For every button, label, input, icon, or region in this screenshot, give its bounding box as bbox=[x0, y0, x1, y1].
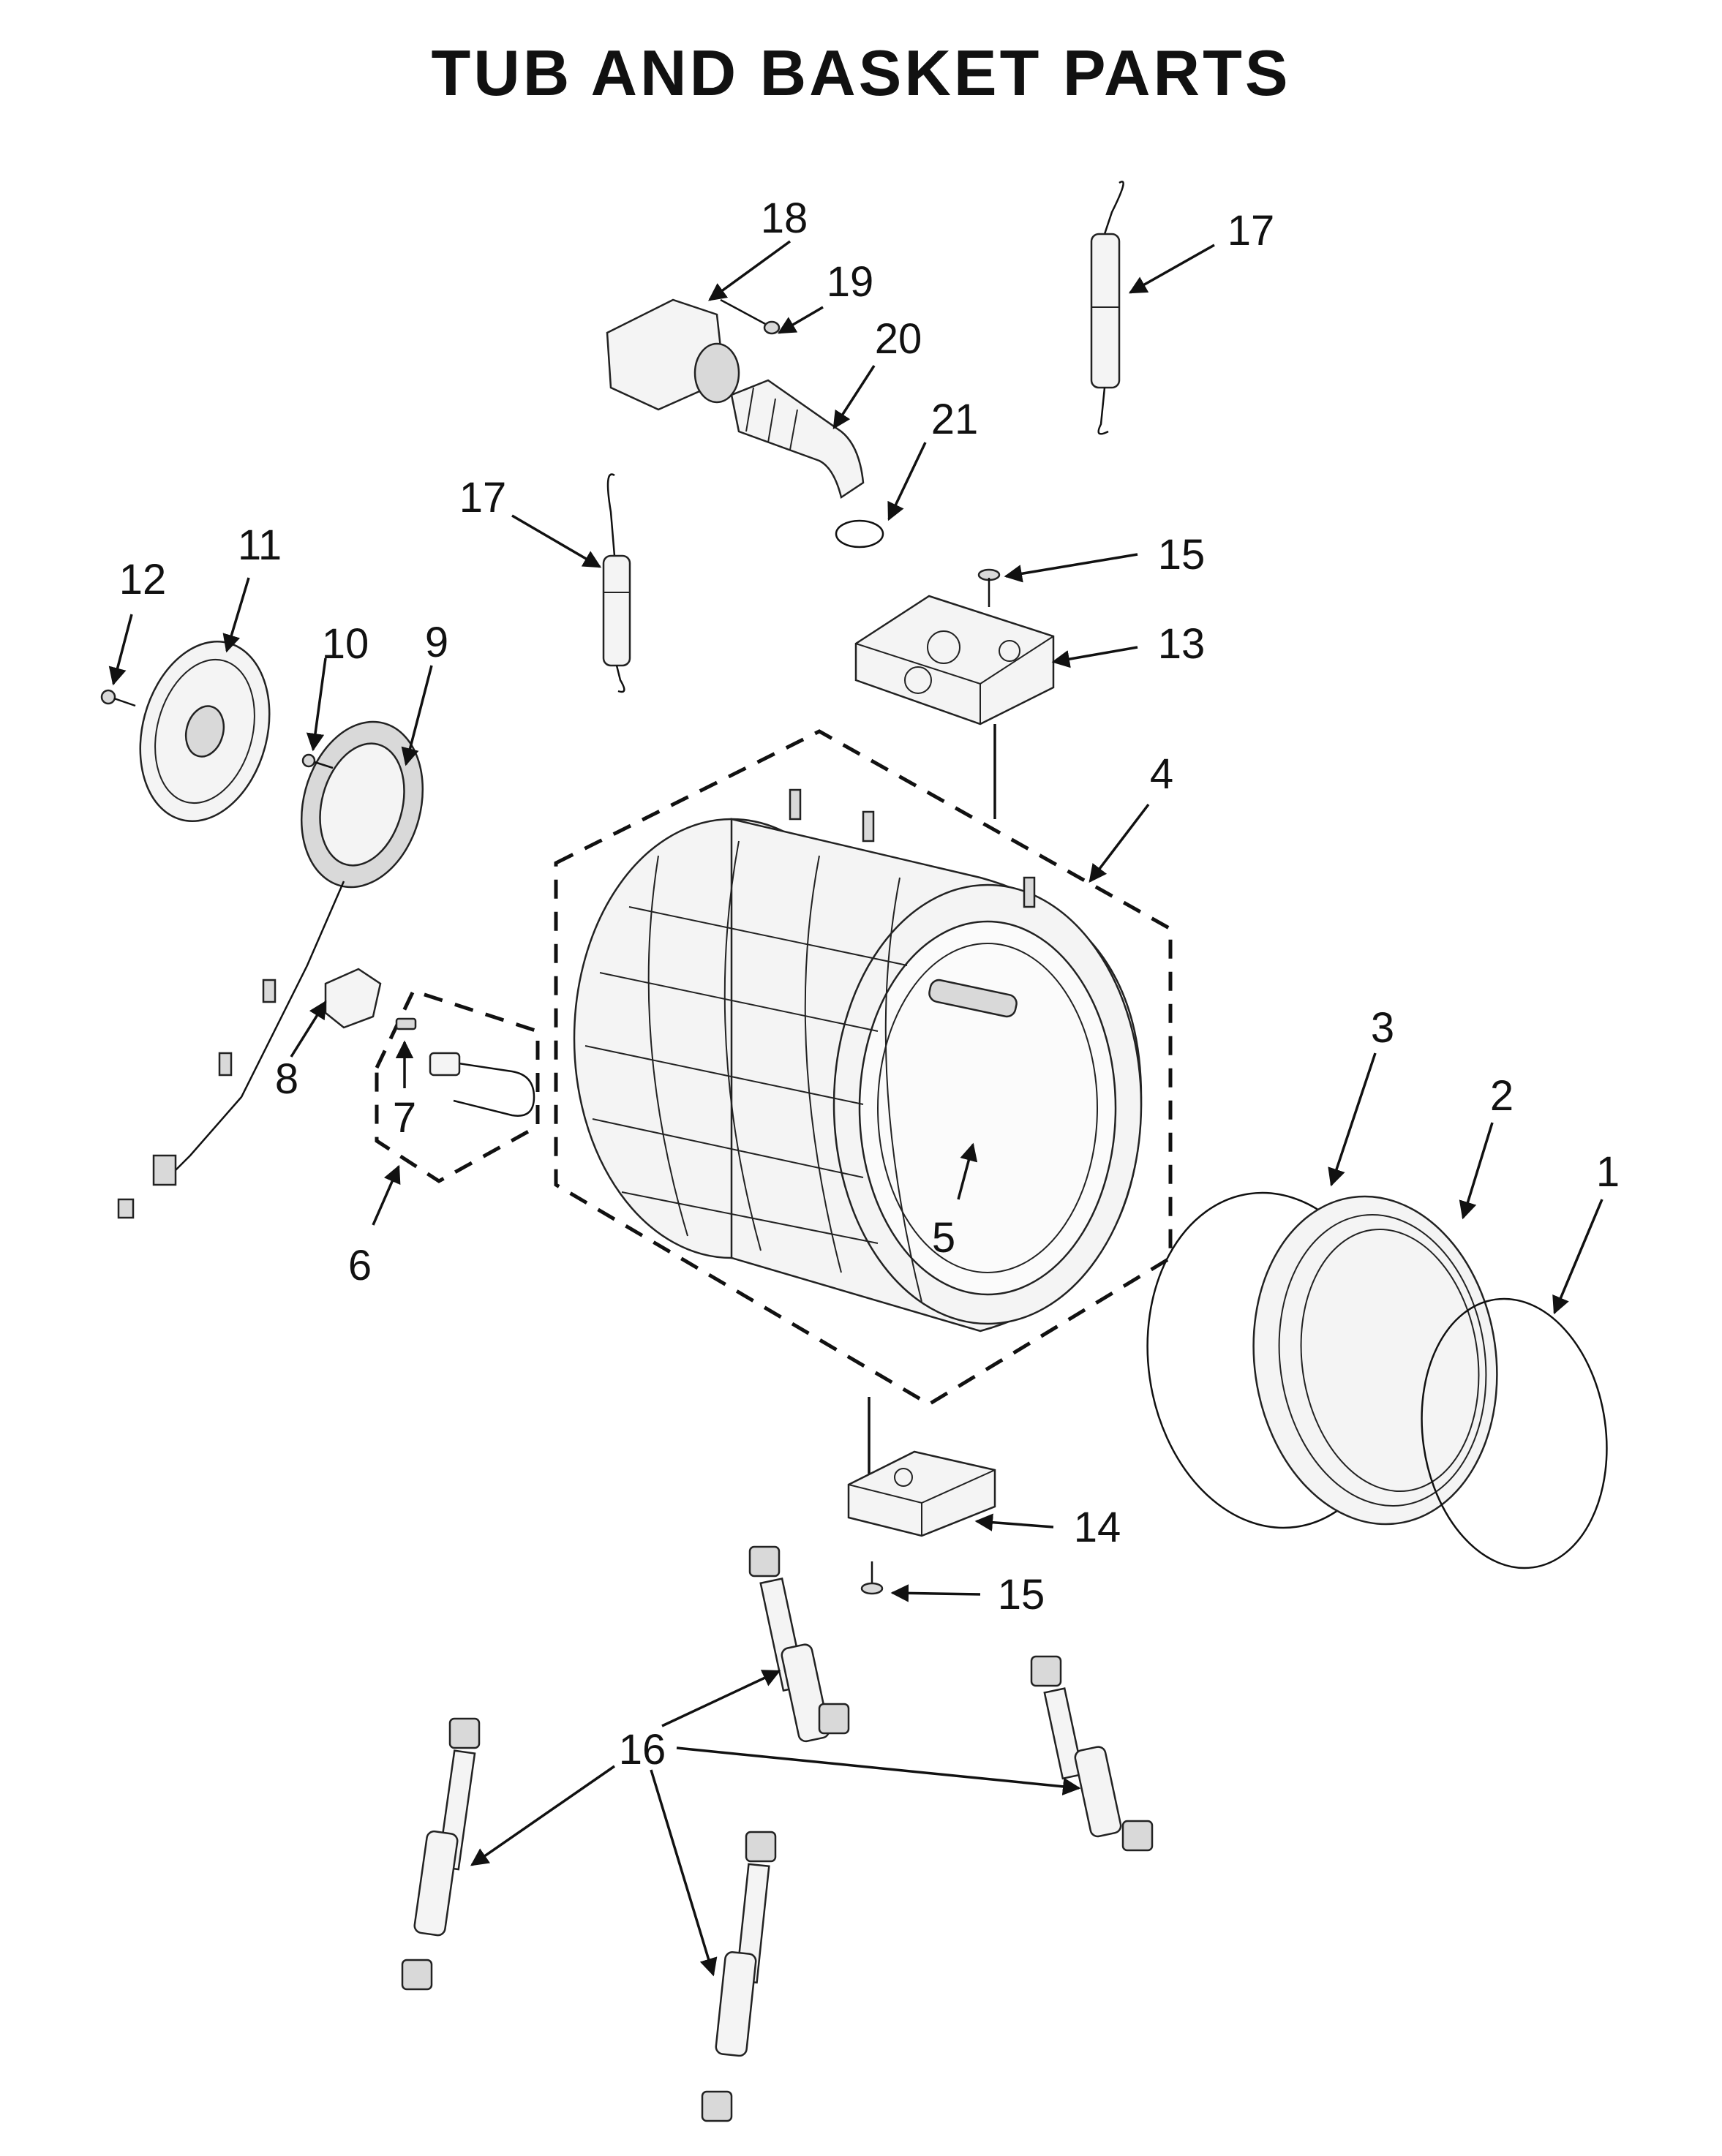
callout-10: 10 bbox=[322, 620, 369, 668]
sensor-clip bbox=[324, 968, 382, 1029]
callout-19: 19 bbox=[827, 258, 874, 306]
spring-left bbox=[602, 473, 631, 693]
callout-15-bottom: 15 bbox=[998, 1571, 1045, 1618]
callout-6: 6 bbox=[348, 1242, 372, 1289]
stator bbox=[117, 720, 424, 1219]
shock-absorber-3 bbox=[401, 1717, 481, 1991]
callout-2: 2 bbox=[1490, 1072, 1514, 1120]
callout-17-left: 17 bbox=[459, 474, 507, 521]
callout-17-right: 17 bbox=[1227, 207, 1275, 255]
leader-lines bbox=[108, 240, 1603, 1977]
drain-hose-assembly bbox=[606, 298, 884, 549]
bottom-counterweight bbox=[847, 1450, 996, 1537]
spring-right bbox=[1090, 181, 1124, 435]
callout-4: 4 bbox=[1150, 750, 1173, 798]
stator-bolt bbox=[301, 753, 334, 769]
door-seal-assembly bbox=[1146, 1191, 1608, 1569]
callout-13: 13 bbox=[1158, 620, 1206, 668]
callout-14: 14 bbox=[1074, 1504, 1121, 1551]
callout-9: 9 bbox=[425, 619, 448, 666]
callout-labels: 18 19 20 21 17 17 15 13 4 5 3 2 1 14 15 … bbox=[119, 195, 1620, 1774]
callout-8: 8 bbox=[275, 1055, 298, 1103]
callout-11: 11 bbox=[238, 521, 282, 569]
rotor bbox=[139, 641, 271, 822]
screw-bottom bbox=[860, 1561, 884, 1595]
callout-5: 5 bbox=[932, 1214, 955, 1262]
callout-1: 1 bbox=[1596, 1148, 1620, 1196]
callout-7: 7 bbox=[393, 1094, 416, 1142]
page-title: TUB AND BASKET PARTS bbox=[431, 37, 1290, 109]
outer-tub-assembly bbox=[554, 729, 1173, 1406]
callout-16: 16 bbox=[619, 1726, 666, 1774]
shock-absorber-4 bbox=[701, 1831, 777, 2122]
callout-3: 3 bbox=[1371, 1004, 1394, 1052]
callout-20: 20 bbox=[875, 315, 922, 363]
callout-21: 21 bbox=[931, 396, 979, 443]
top-counterweight bbox=[854, 595, 1055, 725]
rotor-bolt bbox=[100, 689, 136, 707]
callout-15-top: 15 bbox=[1158, 531, 1206, 578]
shock-absorber-1 bbox=[748, 1545, 850, 1743]
clamp-inner bbox=[1421, 1297, 1608, 1569]
shock-absorber-2 bbox=[1030, 1655, 1154, 1852]
screw-top bbox=[977, 568, 1001, 607]
callout-12: 12 bbox=[119, 556, 167, 603]
callout-18: 18 bbox=[761, 195, 808, 242]
heater-assembly bbox=[375, 988, 540, 1183]
